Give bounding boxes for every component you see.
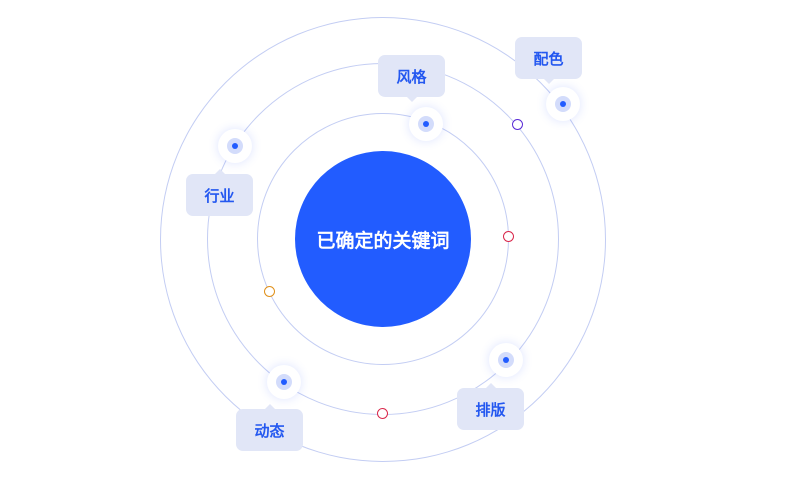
pin-icon[interactable] (546, 87, 580, 121)
keyword-tag-style[interactable]: 风格 (378, 55, 445, 102)
pin-icon[interactable] (218, 129, 252, 163)
orbit-dot (503, 231, 514, 242)
keyword-tag-layout[interactable]: 排版 (457, 383, 524, 430)
keyword-tag-color[interactable]: 配色 (515, 37, 582, 84)
outer-ring (160, 17, 606, 462)
orbit-dot (264, 286, 275, 297)
orbit-dot (377, 408, 388, 419)
pin-icon[interactable] (267, 365, 301, 399)
orbit-dot (512, 119, 523, 130)
keyword-tag-industry[interactable]: 行业 (186, 169, 253, 216)
center-label: 已确定的关键词 (316, 229, 450, 252)
pin-icon[interactable] (409, 107, 443, 141)
pin-icon[interactable] (489, 343, 523, 377)
keyword-tag-motion[interactable]: 动态 (236, 404, 303, 451)
center-keyword: 已确定的关键词 (295, 151, 471, 327)
